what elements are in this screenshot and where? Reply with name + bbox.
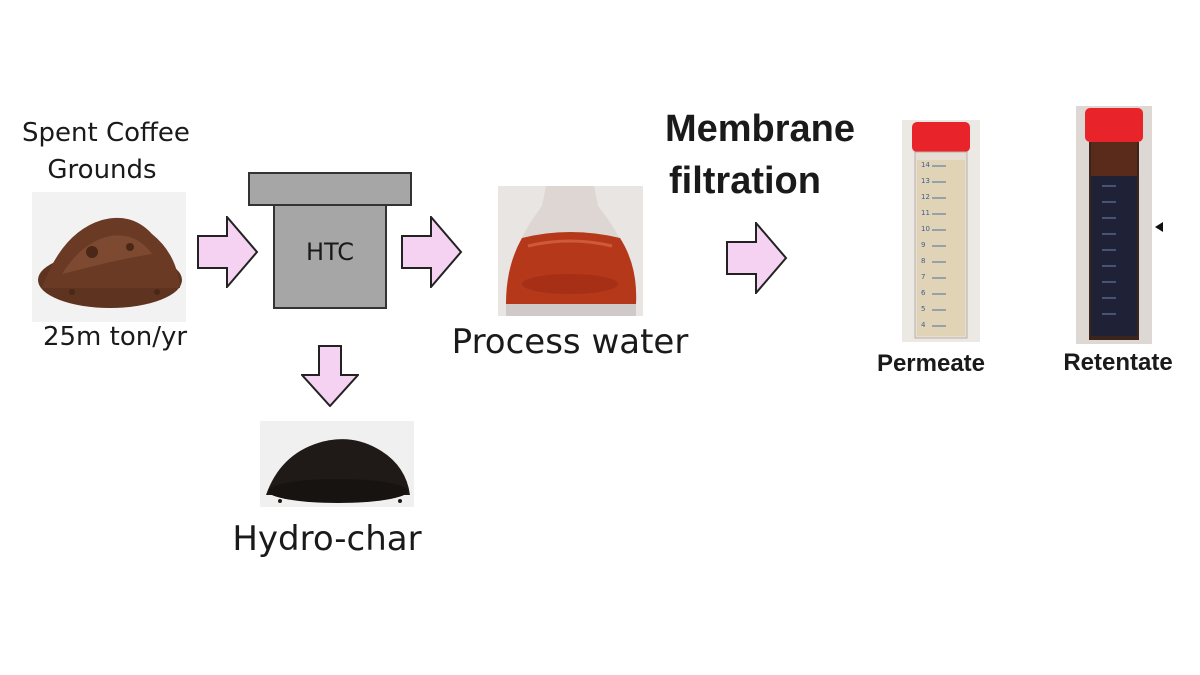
arrow-down xyxy=(301,345,359,407)
arrow-right-2 xyxy=(401,216,463,288)
scale-mark: 8 xyxy=(921,257,926,265)
hydro-char-label: Hydro-char xyxy=(232,519,422,559)
coffee-grounds-photo xyxy=(32,192,186,322)
htc-reactor-label: HTC xyxy=(305,238,355,266)
retentate-tube-photo xyxy=(1076,106,1152,344)
process-water-label: Process water xyxy=(451,322,689,362)
feedstock-amount: 25m ton/yr xyxy=(42,322,188,352)
arrow-right-3 xyxy=(726,222,788,294)
level-marker-icon xyxy=(1155,222,1163,232)
feedstock-title-line2: Grounds xyxy=(47,155,157,185)
process-water-photo xyxy=(498,186,643,316)
scale-mark: 7 xyxy=(921,273,926,281)
scale-mark: 13 xyxy=(921,177,930,185)
scale-mark: 12 xyxy=(921,193,930,201)
membrane-filtration-line1: Membrane xyxy=(664,108,856,150)
retentate-label: Retentate xyxy=(1063,349,1173,376)
arrow-right-1 xyxy=(197,216,259,288)
scale-mark: 11 xyxy=(921,209,930,217)
scale-mark: 14 xyxy=(921,161,930,169)
scale-mark: 5 xyxy=(921,305,926,313)
hydro-char-photo xyxy=(260,421,414,507)
scale-mark: 6 xyxy=(921,289,926,297)
permeate-scale: 14 13 12 11 10 9 8 7 6 5 4 xyxy=(921,157,933,333)
permeate-tube-photo xyxy=(902,120,980,342)
scale-mark: 10 xyxy=(921,225,930,233)
scale-mark: 9 xyxy=(921,241,926,249)
htc-reactor xyxy=(248,172,412,309)
membrane-filtration-line2: filtration xyxy=(669,160,821,202)
permeate-label: Permeate xyxy=(876,350,986,377)
scale-mark: 4 xyxy=(921,321,926,329)
feedstock-title-line1: Spent Coffee xyxy=(22,118,190,148)
